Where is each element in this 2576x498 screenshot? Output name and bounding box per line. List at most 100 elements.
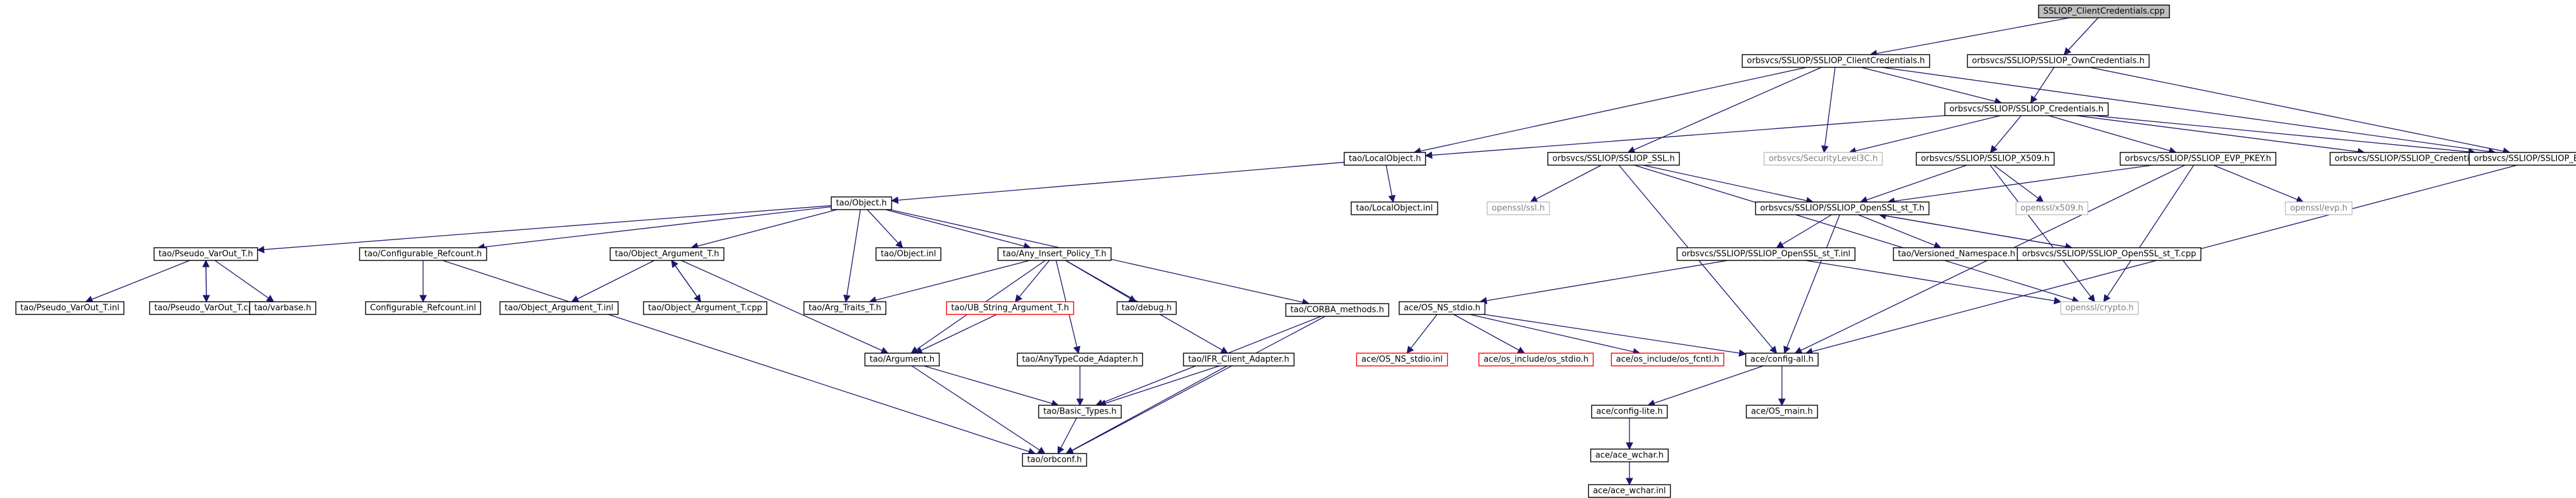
node-cc-h[interactable]: orbsvcs/SSLIOP/SSLIOP_ClientCredentials.… xyxy=(1741,54,1931,68)
edge-own-h-to-cred-h xyxy=(2030,67,2054,104)
node-ssl-h[interactable]: orbsvcs/SSLIOP/SSLIOP_SSL.h xyxy=(1547,152,1680,166)
node-export-h[interactable]: orbsvcs/SSLIOP/SSLIOP_Export.h xyxy=(2469,152,2576,166)
node-own-h[interactable]: orbsvcs/SSLIOP/SSLIOP_OwnCredentials.h xyxy=(1967,54,2150,68)
node-label: ace/OS_main.h xyxy=(1751,407,1812,417)
edge-ifr-h-to-basic-types xyxy=(1098,365,1220,407)
edge-opensslst-inl-to-openssl-crypto xyxy=(1805,260,2062,305)
node-label: orbsvcs/SSLIOP/SSLIOP_SSL.h xyxy=(1553,154,1675,164)
node-box xyxy=(1038,405,1122,419)
node-label: Configurable_Refcount.inl xyxy=(370,304,476,313)
edge-evp-h-to-openssl-crypto xyxy=(2103,165,2194,302)
node-versioned-h[interactable]: tao/Versioned_Namespace.h xyxy=(1892,247,2021,261)
edge-cred-h-to-x509-h xyxy=(1990,115,2022,153)
edge-localobj-h-to-localobj-inl xyxy=(1386,165,1396,203)
node-pvo-h[interactable]: tao/Pseudo_VarOut_T.h xyxy=(153,247,259,261)
node-openssl-ssl[interactable]: openssl/ssl.h xyxy=(1487,201,1550,215)
edge-basic-types-to-orbconf xyxy=(1057,417,1077,455)
edge-cred-h-to-cred-inl xyxy=(2076,115,2365,156)
node-label: tao/orbconf.h xyxy=(1027,455,1082,465)
node-ace-wchar-inl[interactable]: ace/ace_wchar.inl xyxy=(1588,484,1671,498)
node-anyins-h[interactable]: tao/Any_Insert_Policy_T.h xyxy=(997,247,1112,261)
edge-cc-h-to-export-h xyxy=(1881,67,2497,156)
node-localobj-inl[interactable]: tao/LocalObject.inl xyxy=(1351,201,1438,215)
node-ace-stdio-h[interactable]: ace/OS_NS_stdio.h xyxy=(1398,301,1486,315)
node-box xyxy=(1547,152,1680,166)
node-basic-types[interactable]: tao/Basic_Types.h xyxy=(1038,405,1122,419)
edge-corba-h-to-orbconf xyxy=(1065,316,1326,454)
node-label: tao/Pseudo_VarOut_T.inl xyxy=(20,304,119,313)
node-opensslst-inl[interactable]: orbsvcs/SSLIOP/SSLIOP_OpenSSL_st_T.inl xyxy=(1676,247,1856,261)
node-label: ace/ace_wchar.h xyxy=(1595,451,1664,461)
node-box xyxy=(875,247,941,261)
node-layer: SSLIOP_ClientCredentials.cpp orbsvcs/SSLI… xyxy=(15,4,2576,498)
edge-root-to-own-h xyxy=(2063,17,2099,55)
node-label: tao/Object_Argument_T.inl xyxy=(504,304,613,313)
node-label: tao/varbase.h xyxy=(254,304,311,313)
node-box xyxy=(249,301,316,315)
node-box xyxy=(1022,453,1088,467)
node-box xyxy=(2060,301,2139,315)
node-box xyxy=(1016,353,1143,367)
node-openssl-x509[interactable]: openssl/x509.h xyxy=(2015,201,2089,215)
node-ace-stdio-inl[interactable]: ace/OS_NS_stdio.inl xyxy=(1356,353,1448,367)
node-label: tao/Arg_Traits_T.h xyxy=(809,304,881,313)
node-ace-wchar-h[interactable]: ace/ace_wchar.h xyxy=(1590,448,1669,462)
edge-argument-h-to-orbconf xyxy=(911,365,1046,454)
edge-opensslst-h-to-ace-config-all xyxy=(1783,214,1840,354)
node-ace-config-all[interactable]: ace/config-all.h xyxy=(1745,353,1819,367)
node-cred-inl[interactable]: orbsvcs/SSLIOP/SSLIOP_Credentials.inl xyxy=(2330,152,2498,166)
node-object-h[interactable]: tao/Object.h xyxy=(830,196,893,210)
node-label: tao/AnyTypeCode_Adapter.h xyxy=(1022,355,1138,365)
node-objarg-inl[interactable]: tao/Object_Argument_T.inl xyxy=(499,301,619,315)
node-confref-h[interactable]: tao/Configurable_Refcount.h xyxy=(359,247,487,261)
node-cred-h[interactable]: orbsvcs/SSLIOP/SSLIOP_Credentials.h xyxy=(1944,102,2109,116)
node-confref-inl[interactable]: Configurable_Refcount.inl xyxy=(365,301,482,315)
node-label: orbsvcs/SSLIOP/SSLIOP_X509.h xyxy=(1921,154,2050,164)
node-box xyxy=(2469,152,2576,166)
node-localobj-h[interactable]: tao/LocalObject.h xyxy=(1344,152,1426,166)
node-argument-h[interactable]: tao/Argument.h xyxy=(864,353,940,367)
node-objarg-h[interactable]: tao/Object_Argument_T.h xyxy=(609,247,725,261)
node-openssl-crypto[interactable]: openssl/crypto.h xyxy=(2060,301,2139,315)
node-box xyxy=(1478,353,1594,367)
edge-object-h-to-confref-h xyxy=(477,206,832,251)
edge-ace-config-all-to-ace-config-lite xyxy=(1647,365,1763,407)
node-x509-h[interactable]: orbsvcs/SSLIOP/SSLIOP_X509.h xyxy=(1915,152,2055,166)
node-label: tao/Basic_Types.h xyxy=(1043,407,1116,417)
node-pvo-inl[interactable]: tao/Pseudo_VarOut_T.inl xyxy=(15,301,125,315)
node-box xyxy=(2038,4,2170,18)
node-label: orbsvcs/SSLIOP/SSLIOP_Export.h xyxy=(2474,154,2576,164)
node-label: orbsvcs/SSLIOP/SSLIOP_Credentials.inl xyxy=(2335,154,2493,164)
node-pvo-cpp[interactable]: tao/Pseudo_VarOut_T.cpp xyxy=(149,301,264,315)
node-varbase-h[interactable]: tao/varbase.h xyxy=(249,301,316,315)
node-corba-h[interactable]: tao/CORBA_methods.h xyxy=(1285,303,1389,317)
node-argtraits-h[interactable]: tao/Arg_Traits_T.h xyxy=(803,301,887,315)
node-ace-os-fcntl[interactable]: ace/os_include/os_fcntl.h xyxy=(1610,353,1725,367)
edge-confref-h-to-orbconf xyxy=(442,260,1036,455)
node-ace-os-main[interactable]: ace/OS_main.h xyxy=(1746,405,1818,419)
edge-opensslst-h-to-versioned-h xyxy=(1858,214,1942,249)
node-objarg-cpp[interactable]: tao/Object_Argument_T.cpp xyxy=(643,301,767,315)
node-object-inl[interactable]: tao/Object.inl xyxy=(875,247,941,261)
node-ace-config-lite[interactable]: ace/config-lite.h xyxy=(1591,405,1668,419)
edge-object-h-to-objarg-h xyxy=(691,209,837,250)
node-debug-h[interactable]: tao/debug.h xyxy=(1116,301,1177,315)
node-label: tao/Versioned_Namespace.h xyxy=(1898,250,2016,259)
node-root[interactable]: SSLIOP_ClientCredentials.cpp xyxy=(2038,4,2170,18)
node-label: orbsvcs/SSLIOP/SSLIOP_Credentials.h xyxy=(1950,105,2104,114)
node-orbconf[interactable]: tao/orbconf.h xyxy=(1022,453,1088,467)
node-label: orbsvcs/SSLIOP/SSLIOP_ClientCredentials.… xyxy=(1747,57,1925,66)
node-ace-os-stdio[interactable]: ace/os_include/os_stdio.h xyxy=(1478,353,1594,367)
node-opensslst-cpp[interactable]: orbsvcs/SSLIOP/SSLIOP_OpenSSL_st_T.cpp xyxy=(2016,247,2202,261)
node-evp-h[interactable]: orbsvcs/SSLIOP/SSLIOP_EVP_PKEY.h xyxy=(2119,152,2277,166)
node-opensslst-h[interactable]: orbsvcs/SSLIOP/SSLIOP_OpenSSL_st_T.h xyxy=(1755,201,1930,215)
node-label: tao/LocalObject.h xyxy=(1349,154,1421,164)
node-box xyxy=(365,301,482,315)
node-openssl-evp[interactable]: openssl/evp.h xyxy=(2284,201,2353,215)
node-anytype-h[interactable]: tao/AnyTypeCode_Adapter.h xyxy=(1016,353,1143,367)
node-seclevel[interactable]: orbsvcs/SecurityLevel3C.h xyxy=(1763,152,1883,166)
node-uibstr-h[interactable]: tao/UB_String_Argument_T.h xyxy=(946,301,1074,315)
edge-objarg-h-to-objarg-inl xyxy=(570,260,655,302)
node-ifr-h[interactable]: tao/IFR_Client_Adapter.h xyxy=(1183,353,1295,367)
